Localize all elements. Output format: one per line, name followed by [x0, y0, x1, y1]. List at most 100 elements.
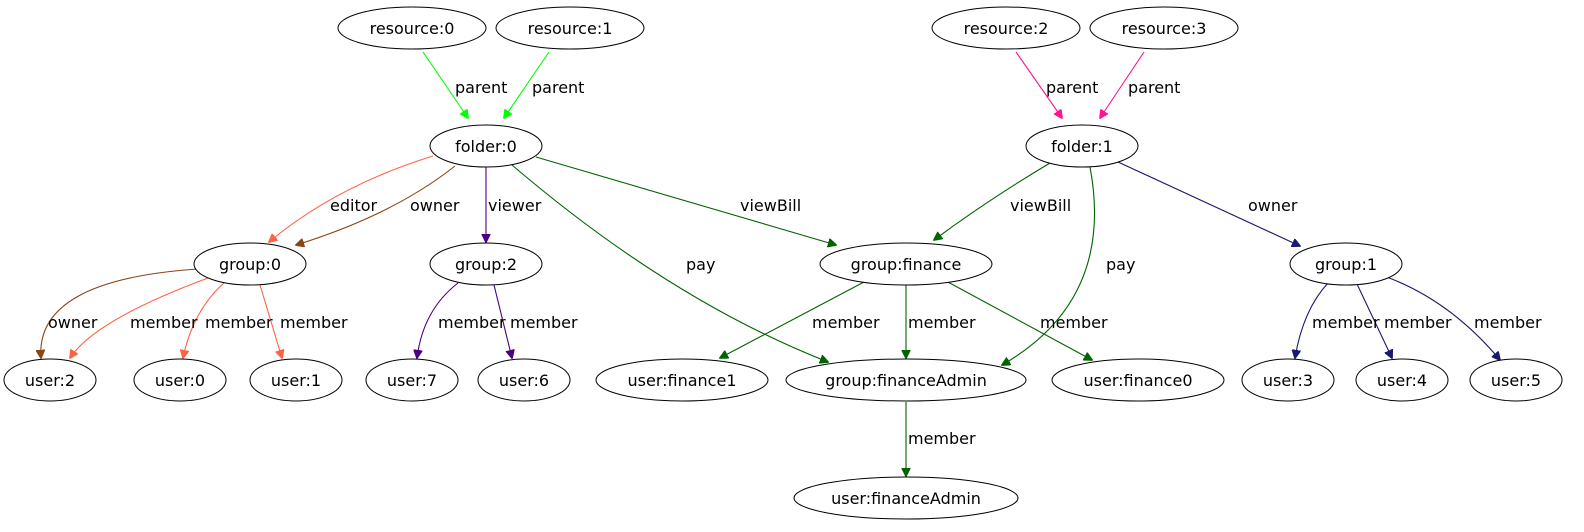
edge-label: member [280, 313, 348, 332]
node-user-7[interactable]: user:7 [365, 358, 459, 402]
edge-label: parent [455, 78, 507, 97]
node-label: user:2 [25, 371, 75, 390]
edge-group-1-to-user-3-member [1295, 282, 1329, 358]
node-ellipse [3, 358, 97, 402]
edge-folder-0-to-group-0-owner [296, 165, 456, 245]
edge-label: owner [410, 196, 460, 215]
node-user-2[interactable]: user:2 [3, 358, 97, 402]
node-label: user:6 [499, 371, 549, 390]
edge-label: viewer [488, 196, 542, 215]
node-label: folder:1 [1051, 137, 1113, 156]
edge-label: owner [1248, 196, 1298, 215]
node-group-finance[interactable]: group:finance [819, 242, 993, 286]
edge-resource-0-to-folder-0-parent [422, 51, 468, 118]
edge-group-finance-to-user-finance1-member [720, 281, 865, 358]
node-label: user:3 [1263, 371, 1313, 390]
node-user-financeadmin[interactable]: user:financeAdmin [793, 476, 1019, 520]
node-resource-2[interactable]: resource:2 [931, 6, 1081, 50]
node-label: user:1 [271, 371, 321, 390]
node-group-2[interactable]: group:2 [429, 242, 543, 286]
edge-group-2-to-user-6-member [493, 284, 512, 358]
edge-group-0-to-user-1-member [259, 284, 282, 358]
node-ellipse [133, 358, 227, 402]
node-ellipse [495, 6, 645, 50]
edge-label: pay [686, 255, 715, 274]
edge-folder-0-to-group-0-editor [269, 155, 434, 242]
node-user-4[interactable]: user:4 [1355, 358, 1449, 402]
edge-resource-1-to-folder-0-parent [504, 51, 550, 118]
edge-label: viewBill [1010, 196, 1071, 215]
node-group-0[interactable]: group:0 [193, 242, 307, 286]
node-label: resource:1 [528, 19, 613, 38]
node-folder-1[interactable]: folder:1 [1025, 124, 1139, 168]
edge-group-2-to-user-7-member [417, 282, 459, 358]
edge-label: member [908, 313, 976, 332]
node-ellipse [429, 124, 543, 168]
node-ellipse [477, 358, 571, 402]
node-user-3[interactable]: user:3 [1241, 358, 1335, 402]
node-ellipse [1051, 358, 1225, 402]
edge-label: member [510, 313, 578, 332]
edge-label: member [130, 313, 198, 332]
edge-label: member [812, 313, 880, 332]
node-label: user:finance1 [628, 371, 737, 390]
node-user-1[interactable]: user:1 [249, 358, 343, 402]
node-label: user:4 [1377, 371, 1427, 390]
node-ellipse [931, 6, 1081, 50]
node-group-financeadmin[interactable]: group:financeAdmin [785, 358, 1027, 402]
node-resource-3[interactable]: resource:3 [1089, 6, 1239, 50]
node-resource-0[interactable]: resource:0 [337, 6, 487, 50]
node-ellipse [785, 358, 1027, 402]
edge-label: member [438, 313, 506, 332]
edge-label: editor [330, 196, 378, 215]
node-user-finance0[interactable]: user:finance0 [1051, 358, 1225, 402]
edge-label: pay [1106, 255, 1135, 274]
node-label: user:financeAdmin [831, 489, 981, 508]
edge-label: member [1384, 313, 1452, 332]
edge-group-0-to-user-2-owner [41, 268, 199, 358]
node-user-5[interactable]: user:5 [1469, 358, 1563, 402]
edge-group-0-to-user-2-member [70, 277, 209, 358]
edge-label: member [1040, 313, 1108, 332]
node-label: resource:3 [1122, 19, 1207, 38]
node-user-6[interactable]: user:6 [477, 358, 571, 402]
node-ellipse [1355, 358, 1449, 402]
node-ellipse [595, 358, 769, 402]
edge-folder-1-to-group-1-owner [1117, 161, 1300, 246]
edge-label: parent [532, 78, 584, 97]
node-ellipse [793, 476, 1019, 520]
node-user-0[interactable]: user:0 [133, 358, 227, 402]
edge-label: member [1474, 313, 1542, 332]
edge-group-1-to-user-4-member [1356, 283, 1392, 358]
node-label: group:1 [1315, 255, 1377, 274]
node-label: resource:0 [370, 19, 455, 38]
node-folder-0[interactable]: folder:0 [429, 124, 543, 168]
node-ellipse [1469, 358, 1563, 402]
node-label: user:7 [387, 371, 437, 390]
node-ellipse [1025, 124, 1139, 168]
node-ellipse [193, 242, 307, 286]
node-group-1[interactable]: group:1 [1289, 242, 1403, 286]
edge-label: owner [48, 313, 98, 332]
node-label: group:0 [219, 255, 281, 274]
edge-label: member [1312, 313, 1380, 332]
edge-label: parent [1046, 78, 1098, 97]
edge-resource-3-to-folder-1-parent [1100, 51, 1145, 118]
node-ellipse [1289, 242, 1403, 286]
node-label: resource:2 [964, 19, 1049, 38]
edge-label: member [908, 429, 976, 448]
node-ellipse [819, 242, 993, 286]
node-ellipse [429, 242, 543, 286]
node-ellipse [249, 358, 343, 402]
node-resource-1[interactable]: resource:1 [495, 6, 645, 50]
edge-folder-0-to-group-financeadmin-pay [511, 164, 828, 362]
edge-resource-2-to-folder-1-parent [1015, 51, 1062, 118]
node-ellipse [365, 358, 459, 402]
node-label: folder:0 [455, 137, 517, 156]
node-ellipse [337, 6, 487, 50]
node-user-finance1[interactable]: user:finance1 [595, 358, 769, 402]
edge-label: viewBill [740, 196, 801, 215]
nodes-layer: resource:0 resource:1 resource:2 resource:3… [3, 6, 1563, 520]
